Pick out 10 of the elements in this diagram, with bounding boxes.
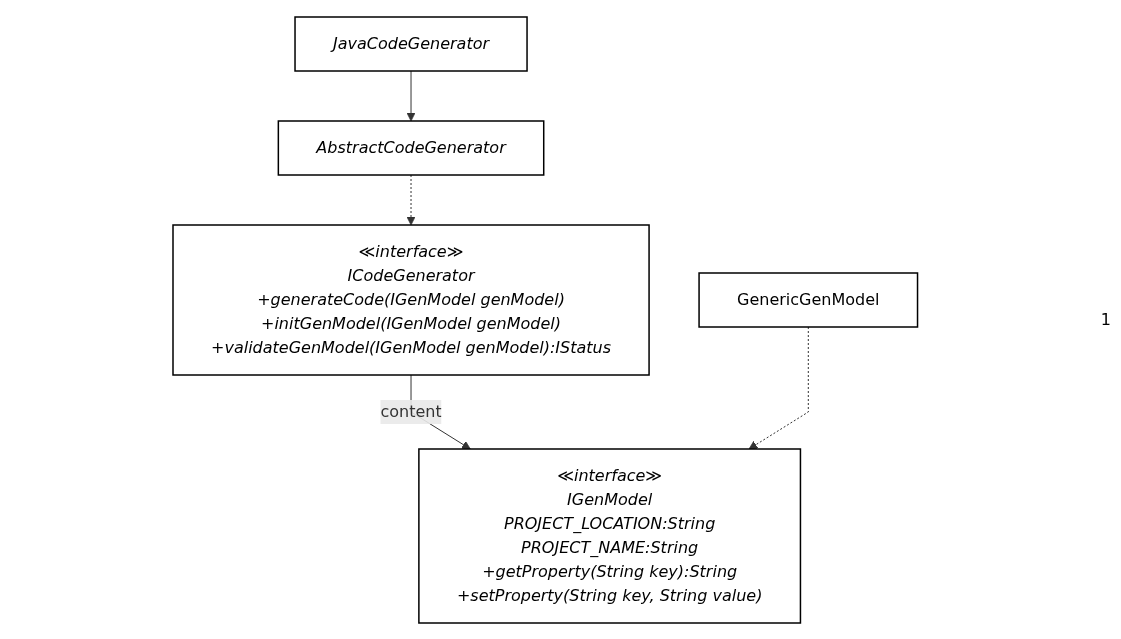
edge-label: content — [380, 401, 442, 421]
node-box: ≪interface≫ IGenModel PROJECT_LOCATION:String PROJECT_NAME:String +getProperty(String key):String +setProperty(String key, String value) — [418, 447, 802, 624]
node-box: GenericGenModel — [698, 271, 919, 328]
arrow — [748, 326, 809, 449]
node-box: AbstractCodeGenerator — [277, 119, 545, 176]
node-box: ≪interface≫ ICodeGenerator +generateCode(IGenModel genModel) +initGenModel(IGenModel genModel) +validateGenModel(IGenModel genModel):IStatus — [172, 223, 650, 376]
arrow — [406, 174, 416, 225]
multiplicity-label: 1 — [1100, 310, 1111, 329]
arrow — [406, 70, 416, 121]
node-box: JavaCodeGenerator — [294, 15, 528, 72]
